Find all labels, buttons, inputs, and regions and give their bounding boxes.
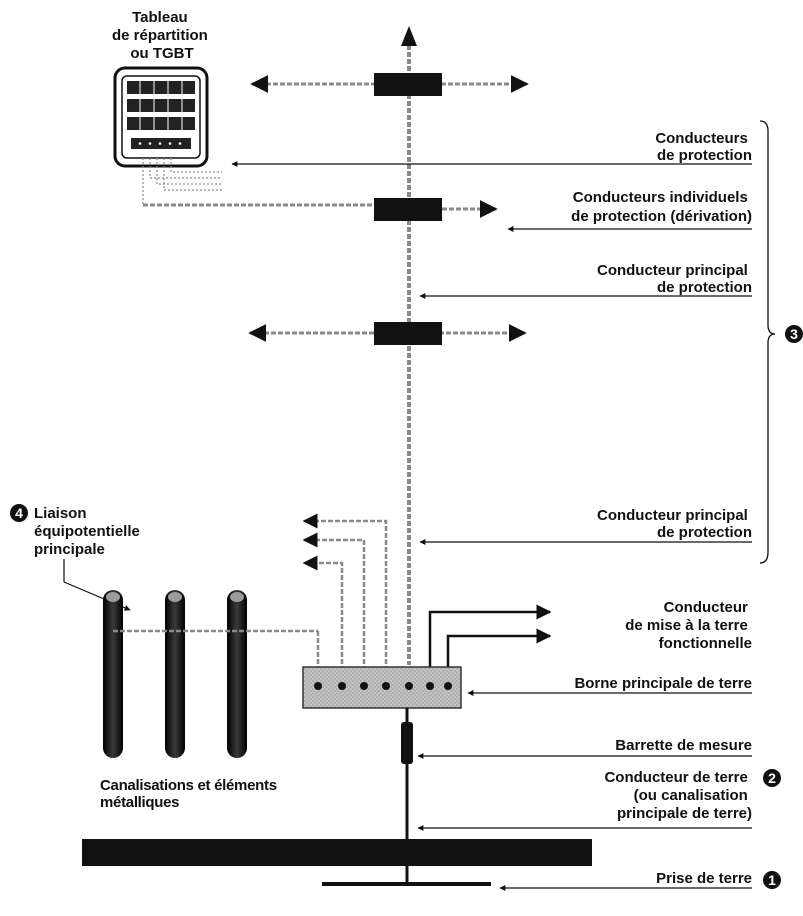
- pipe-2: [165, 590, 185, 758]
- badge-4: 4: [10, 504, 28, 522]
- liaison-label: Liaison équipotentielle principale: [34, 505, 144, 558]
- branch-conductors: [302, 513, 388, 678]
- badge-2: 2: [763, 769, 781, 787]
- barrette-label: Barrette de mesure: [615, 737, 752, 754]
- metallic-pipes: [103, 590, 247, 758]
- protection-bracket: [759, 120, 776, 564]
- badge-3: 3: [785, 325, 803, 343]
- panel-wires: [142, 158, 222, 205]
- pipe-1: [103, 590, 123, 758]
- conducteurs-individuels-label: Conducteurs individuels de protection (d…: [571, 189, 752, 225]
- canalisations-label: Canalisations et éléments métalliques: [100, 777, 281, 811]
- badge-1: 1: [763, 871, 781, 889]
- main-protective-conductor: [401, 26, 417, 665]
- pipe-3: [227, 590, 247, 758]
- tableau-label: Tableau de répartition ou TGBT: [112, 9, 212, 62]
- conducteur-principal-2-label: Conducteur principal de protection: [597, 507, 752, 541]
- junction-block-top: [250, 73, 529, 96]
- conducteur-fonctionnel-label: Conducteur de mise à la terre fonctionne…: [625, 599, 752, 652]
- prise-label: Prise de terre: [656, 870, 752, 887]
- conducteur-principal-1-label: Conducteur principal de protection: [597, 262, 752, 296]
- main-earth-terminal: [302, 666, 462, 709]
- measurement-link: [401, 722, 413, 764]
- junction-block-middle: [143, 198, 498, 221]
- svg-text:1: 1: [768, 872, 776, 888]
- panel-breakers: [127, 81, 195, 149]
- junction-block-lower: [248, 322, 527, 345]
- svg-text:2: 2: [768, 770, 776, 786]
- conducteur-terre-label: Conducteur de terre (ou canalisation pri…: [604, 769, 752, 822]
- conducteurs-protection-label: Conducteurs de protection: [655, 130, 752, 164]
- borne-label: Borne principale de terre: [574, 675, 752, 692]
- ground-slab: [82, 839, 592, 866]
- functional-earth-conductors: [428, 604, 552, 680]
- distribution-panel: [113, 66, 222, 205]
- svg-text:3: 3: [790, 326, 798, 342]
- main-conductor-arrowhead: [401, 26, 417, 46]
- svg-text:4: 4: [15, 505, 23, 521]
